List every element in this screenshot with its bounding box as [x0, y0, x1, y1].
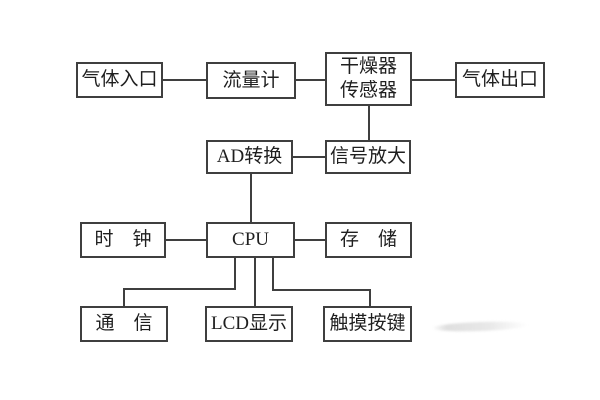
- node-cpu: CPU: [206, 222, 295, 258]
- node-lcd-display-label: LCD显示: [210, 313, 287, 335]
- connector-cpu-touch-keys-v2: [369, 289, 371, 306]
- node-gas-inlet: 气体入口: [76, 62, 163, 98]
- connector-cpu-lcd-display: [254, 258, 256, 306]
- node-ad-converter-label: AD转换: [216, 146, 283, 168]
- node-clock: 时 钟: [80, 222, 166, 258]
- node-storage: 存 储: [325, 222, 412, 258]
- node-gas-outlet: 气体出口: [455, 62, 545, 98]
- node-gas-outlet-label: 气体出口: [461, 69, 538, 91]
- connector-dryer-sensor-signal-amplifier: [368, 106, 370, 140]
- node-storage-label: 存 储: [339, 229, 397, 251]
- node-communication: 通 信: [80, 306, 168, 342]
- node-flow-meter-label: 流量计: [222, 69, 280, 91]
- node-dryer-sensor-label-line2: 传感器: [339, 80, 397, 101]
- connector-cpu-communication-v2: [123, 288, 125, 306]
- node-dryer-sensor: 干燥器 传感器: [325, 52, 412, 106]
- connector-clock-cpu: [166, 239, 206, 241]
- connector-gas-inlet-flow-meter: [163, 79, 206, 81]
- node-gas-inlet-label: 气体入口: [81, 69, 158, 91]
- node-signal-amplifier: 信号放大: [325, 140, 411, 174]
- connector-cpu-communication-v1: [234, 258, 236, 290]
- connector-cpu-communication-h: [123, 288, 236, 290]
- connector-cpu-touch-keys-v1: [272, 258, 274, 291]
- node-flow-meter: 流量计: [206, 62, 296, 99]
- node-lcd-display: LCD显示: [205, 306, 293, 342]
- connector-cpu-touch-keys-h: [272, 289, 371, 291]
- node-clock-label: 时 钟: [94, 229, 152, 251]
- node-dryer-sensor-label-line1: 干燥器: [339, 56, 397, 78]
- connector-ad-converter-signal-amplifier: [293, 156, 325, 158]
- node-ad-converter: AD转换: [206, 140, 293, 174]
- connector-ad-converter-cpu: [250, 174, 252, 222]
- connector-cpu-storage: [295, 239, 325, 241]
- node-signal-amplifier-label: 信号放大: [329, 146, 406, 168]
- watermark-smudge: [431, 320, 529, 333]
- node-touch-keys: 触摸按键: [323, 306, 412, 342]
- node-cpu-label: CPU: [232, 229, 269, 251]
- node-communication-label: 通 信: [95, 313, 153, 335]
- connector-flow-meter-dryer-sensor: [296, 79, 325, 81]
- node-touch-keys-label: 触摸按键: [329, 313, 406, 335]
- connector-dryer-sensor-gas-outlet: [412, 79, 455, 81]
